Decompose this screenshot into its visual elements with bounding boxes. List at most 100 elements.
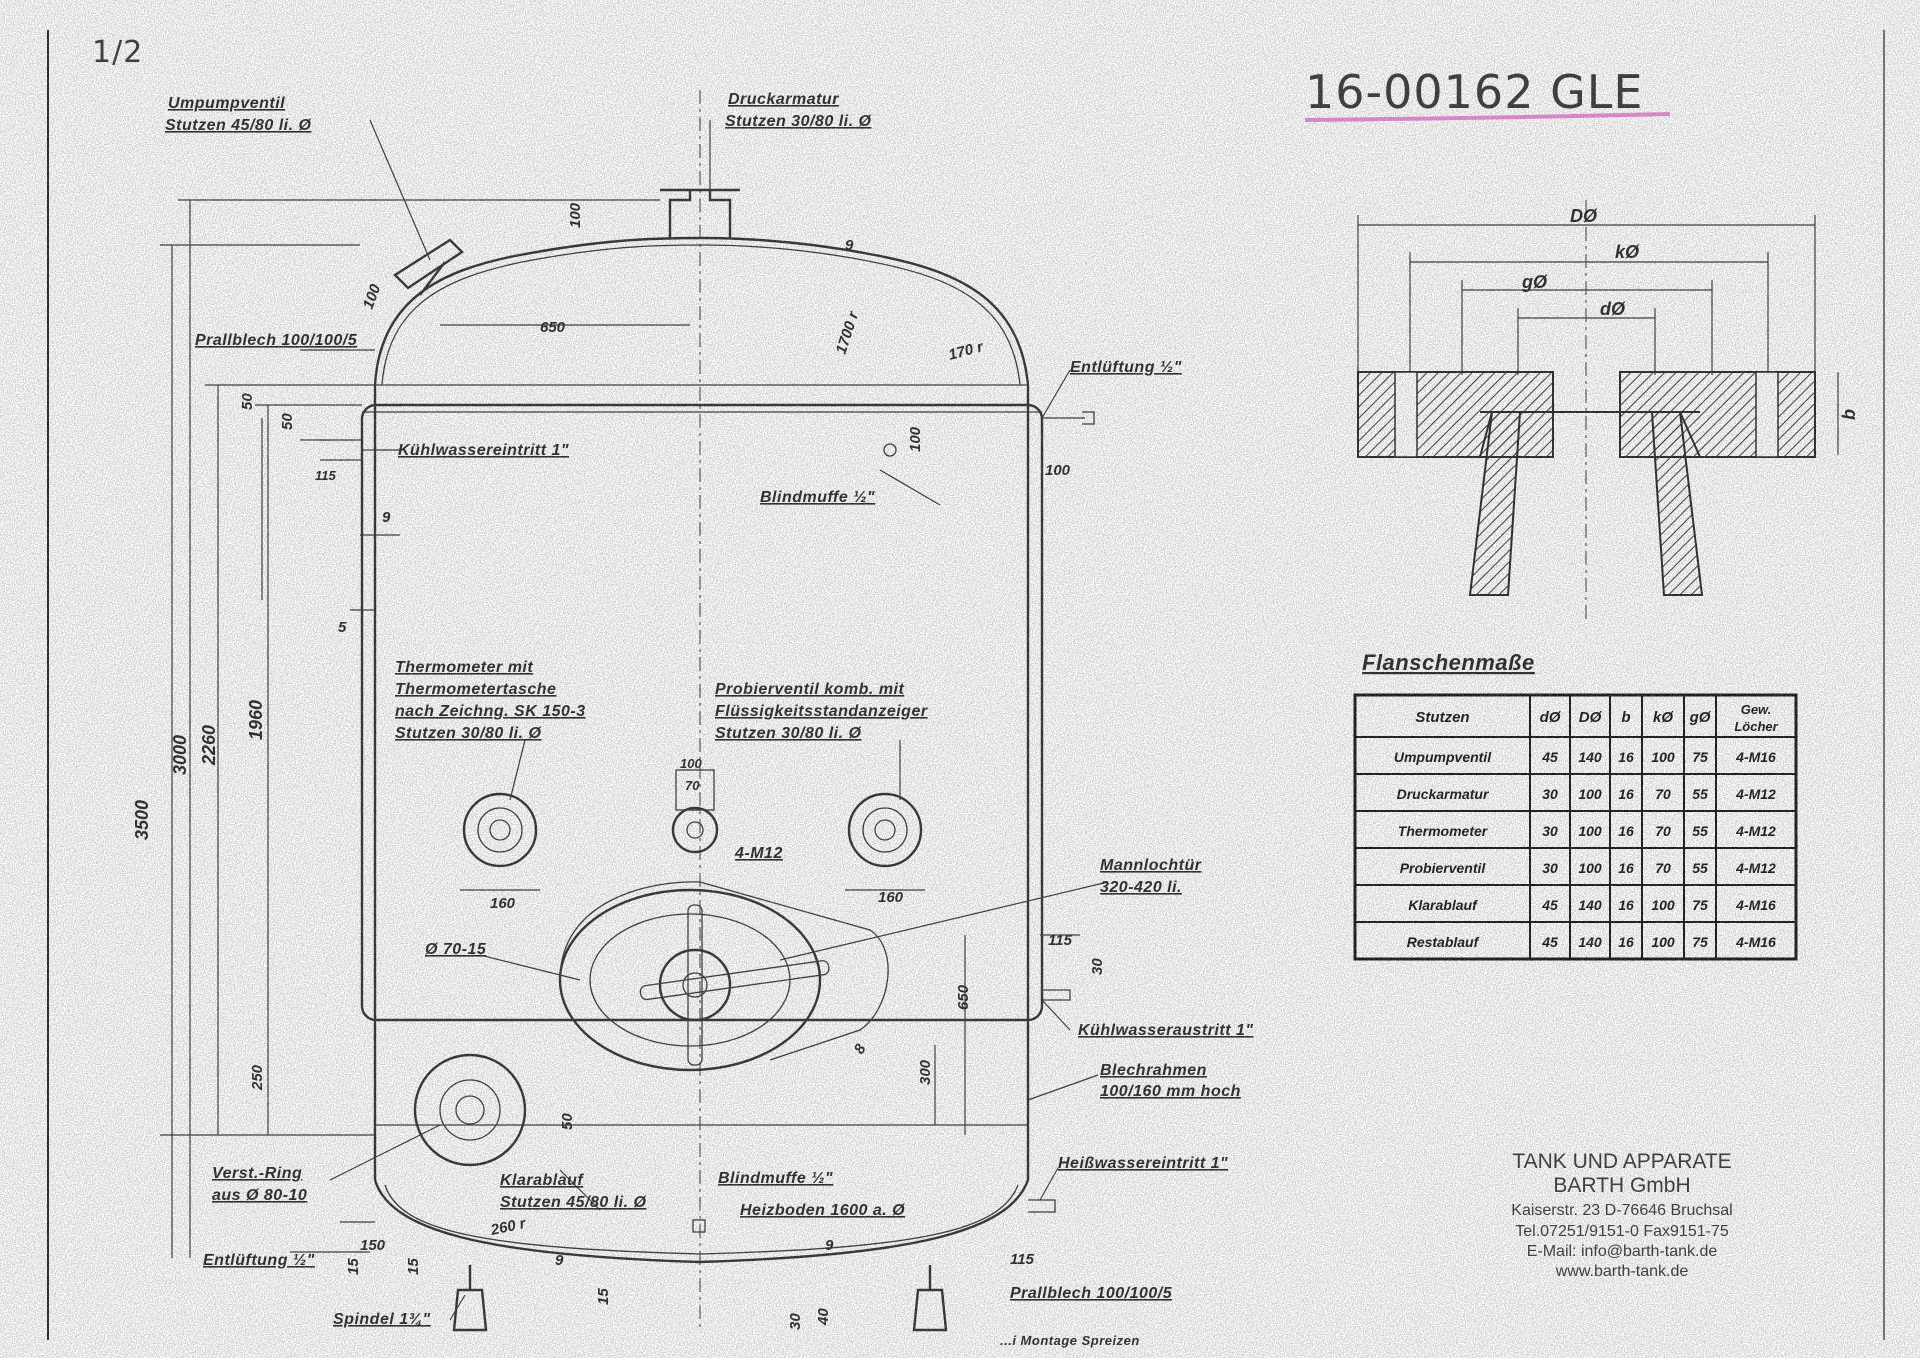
table-cell: 70: [1655, 823, 1671, 839]
tank-bottom: [373, 1179, 1030, 1264]
dim-50b: 50: [279, 413, 296, 430]
table-row-label: Thermometer: [1398, 823, 1489, 839]
dim-160b: 160: [878, 889, 904, 906]
dim-1960: 1960: [246, 700, 266, 740]
label-spindel: Spindel 1¾": [333, 1311, 431, 1328]
table-cell: 16: [1618, 823, 1634, 839]
label-prallblech-top: Prallblech 100/100/5: [195, 332, 358, 349]
dim-r1700: 1700 r: [833, 309, 863, 357]
table-title: Flanschenmaße: [1362, 650, 1535, 675]
table-header-cell: dØ: [1540, 709, 1562, 726]
dim-115: 115: [315, 468, 336, 483]
dim-115c: 115: [1010, 1251, 1035, 1268]
dim-150: 150: [360, 1237, 386, 1254]
label-verst-1: Verst.-Ring: [212, 1165, 302, 1182]
dim-160a: 160: [490, 895, 516, 912]
table-header-cell: b: [1621, 709, 1630, 726]
entlueftung-pipe: [1042, 411, 1095, 425]
label-heisswasser: Heißwassereintritt 1": [1058, 1155, 1228, 1172]
tank-dome: [373, 236, 1030, 386]
table-cell: 4-M16: [1735, 897, 1776, 913]
label-thermometer-2: Thermometertasche: [395, 681, 556, 698]
label-klarablauf-2: Stutzen 45/80 li. Ø: [500, 1194, 646, 1211]
company-name-1: TANK UND APPARATE: [1512, 1150, 1731, 1173]
label-probier-3: Stutzen 30/80 li. Ø: [715, 725, 861, 742]
label-m12: 4-M12: [734, 845, 783, 862]
dim-260: 260 r: [488, 1215, 528, 1239]
flange-g-label: gØ: [1521, 272, 1548, 292]
flange-left-section: [1357, 371, 1554, 458]
table-cell: 100: [1578, 860, 1602, 876]
table-cell: 100: [1578, 786, 1602, 802]
table-header-cell: gØ: [1689, 709, 1712, 726]
dim-70: 70: [685, 778, 700, 793]
dim-50c: 50: [559, 1113, 576, 1130]
label-verst-2: aus Ø 80-10: [212, 1187, 307, 1204]
blindmuffe-top: [883, 443, 897, 457]
dim-100c: 100: [680, 756, 702, 771]
dim-100blind: 100: [907, 426, 924, 452]
table-cell: 16: [1618, 897, 1634, 913]
table-header-cell: Gew.Löcher: [1734, 702, 1778, 734]
table-cell: 4-M16: [1735, 749, 1776, 765]
flange-b-label: b: [1839, 409, 1859, 420]
label-mannloch-2: 320-420 li.: [1100, 879, 1182, 896]
tank-labels: Umpumpventil Stutzen 45/80 li. Ø Druckar…: [165, 91, 1253, 1348]
company-block: TANK UND APPARATE BARTH GmbH Kaiserstr. …: [1511, 1150, 1732, 1280]
table-cell: 45: [1541, 749, 1558, 765]
dim-100r: 100: [1045, 462, 1071, 479]
table-cell: 100: [1578, 823, 1602, 839]
dim-9c: 9: [825, 1237, 834, 1254]
table-cell: 75: [1692, 749, 1708, 765]
dim-50a: 50: [239, 393, 256, 410]
label-blindmuffe-top: Blindmuffe ½": [760, 489, 875, 506]
page-marker: 1/2: [92, 35, 143, 70]
dim-300: 300: [917, 1059, 934, 1085]
label-phi-ring: Ø 70-15: [425, 941, 487, 958]
table-cell: 70: [1655, 786, 1671, 802]
table-cell: 140: [1578, 934, 1602, 950]
dim-30b: 30: [787, 1313, 804, 1330]
dim-15c: 15: [595, 1288, 612, 1305]
drawing-number: 16-00162 GLE: [1305, 65, 1643, 119]
label-thermometer-4: Stutzen 30/80 li. Ø: [395, 725, 541, 742]
table-cell: 16: [1618, 749, 1634, 765]
dim-3500: 3500: [132, 800, 152, 840]
table-cell: 30: [1542, 860, 1558, 876]
table-row-label: Restablauf: [1407, 934, 1480, 950]
table-header-cell: DØ: [1579, 709, 1603, 726]
flange-D-label: DØ: [1570, 206, 1598, 226]
table-cell: 45: [1541, 897, 1558, 913]
flange-right-section: [1619, 371, 1816, 458]
table-cell: 100: [1651, 934, 1675, 950]
dim-15a: 15: [345, 1258, 362, 1275]
table-row-label: Klarablauf: [1408, 897, 1478, 913]
dim-40: 40: [815, 1308, 832, 1326]
company-web: www.barth-tank.de: [1555, 1263, 1689, 1280]
table-cell: 30: [1542, 786, 1558, 802]
table-header-cell: Stutzen: [1415, 709, 1469, 726]
dimension-lines: [160, 199, 1080, 1258]
table-cell: 4-M12: [1735, 786, 1776, 802]
flange-d-label: dØ: [1600, 299, 1626, 319]
table-cell: 4-M12: [1735, 823, 1776, 839]
label-probier-1: Probierventil komb. mit: [715, 681, 904, 698]
dim-100-top: 100: [567, 202, 584, 228]
company-name-2: BARTH GmbH: [1553, 1174, 1690, 1197]
table-row-label: Druckarmatur: [1397, 786, 1490, 802]
company-address: Kaiserstr. 23 D-76646 Bruchsal: [1511, 1202, 1732, 1219]
label-blindmuffe-bottom: Blindmuffe ½": [718, 1170, 833, 1187]
label-mannloch-1: Mannlochtür: [1100, 857, 1202, 874]
table-cell: 16: [1618, 934, 1634, 950]
dim-15b: 15: [405, 1258, 422, 1275]
flange-k-label: kØ: [1615, 242, 1640, 262]
thermometer-flange: [462, 792, 538, 868]
label-prallblech-bottom: Prallblech 100/100/5: [1010, 1285, 1173, 1302]
dim-650: 650: [540, 319, 566, 336]
table-cell: 55: [1692, 786, 1708, 802]
table-row-label: Umpumpventil: [1394, 749, 1492, 765]
table-row-label: Probierventil: [1400, 860, 1487, 876]
